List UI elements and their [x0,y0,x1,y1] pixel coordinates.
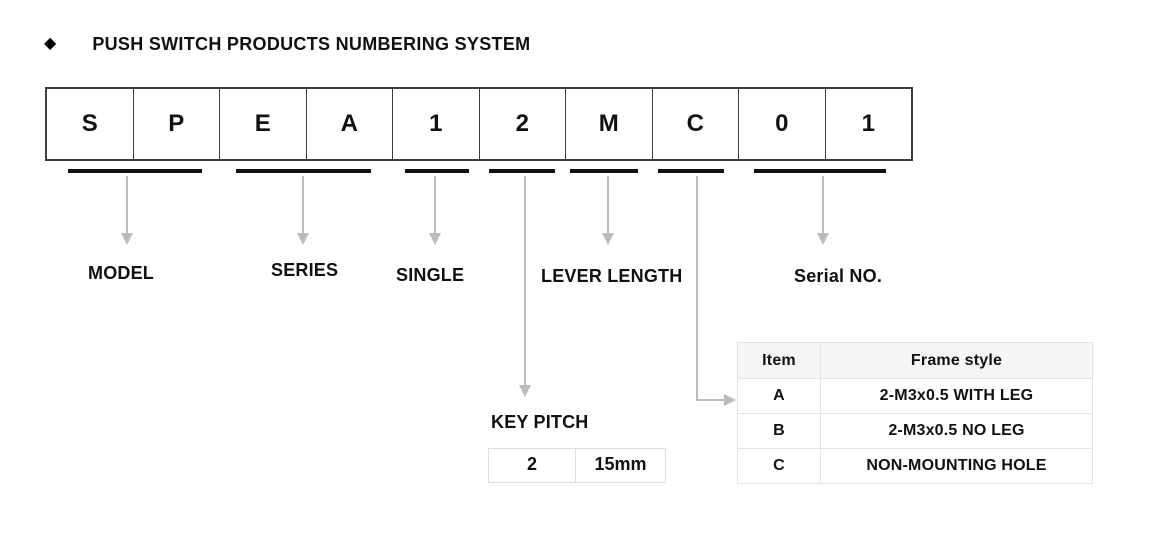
diamond-bullet-icon: ◆ [44,35,57,52]
label-single: SINGLE [396,265,465,285]
underline-frame-style [658,169,724,173]
label-key-pitch: KEY PITCH [491,412,589,432]
arrow-head-icon [724,394,736,406]
underline-serial-no [754,169,886,173]
arrow-stem [696,399,725,401]
underline-model [68,169,202,173]
label-lever-length: LEVER LENGTH [541,266,683,286]
code-cell-4: A [305,89,393,159]
arrow-head-icon [817,233,829,245]
arrow-stem [302,176,304,234]
table-row: B 2-M3x0.5 NO LEG [738,413,1092,448]
page-title: PUSH SWITCH PRODUCTS NUMBERING SYSTEM [92,33,531,54]
frame-style-table: Item Frame style A 2-M3x0.5 WITH LEG B 2… [737,342,1093,484]
underline-single [405,169,469,173]
code-cell-5: 1 [392,89,479,159]
underline-lever-length [570,169,638,173]
label-series: SERIES [271,260,339,280]
key-pitch-code-cell: 2 [526,454,537,474]
code-cell-10: 1 [824,89,912,159]
code-box-strip: S P E A 1 2 M C 0 1 [45,87,913,161]
key-pitch-value-cell: 15mm [575,449,665,482]
key-pitch-table: 2 15mm [488,448,666,483]
arrow-stem [696,176,698,400]
underline-key-pitch [489,169,555,173]
frame-table-item-cell: A [738,379,821,413]
frame-table-item-cell: B [738,414,821,448]
frame-table-style-cell: NON-MOUNTING HOLE [866,457,1047,474]
arrow-head-icon [297,233,309,245]
label-serial-no: Serial NO. [794,266,883,286]
arrow-head-icon [121,233,133,245]
arrow-stem [524,176,526,386]
arrow-stem [822,176,824,234]
arrow-head-icon [429,233,441,245]
title-row: ◆ PUSH SWITCH PRODUCTS NUMBERING SYSTEM [44,32,530,56]
code-cell-8: C [651,89,739,159]
code-cell-7: M [565,89,652,159]
frame-table-style-cell: 2-M3x0.5 WITH LEG [879,387,1034,404]
frame-table-style-cell: 2-M3x0.5 NO LEG [888,422,1025,439]
frame-table-item-cell: C [738,449,821,483]
arrow-head-icon [602,233,614,245]
frame-table-header-item: Item [738,343,821,378]
code-cell-1: S [81,110,98,137]
code-cell-9: 0 [738,89,825,159]
table-row: A 2-M3x0.5 WITH LEG [738,378,1092,413]
table-row: C NON-MOUNTING HOLE [738,448,1092,483]
code-cell-2: P [132,89,220,159]
arrow-stem [607,176,609,234]
arrow-head-icon [519,385,531,397]
code-cell-6: 2 [478,89,566,159]
underline-series [236,169,371,173]
frame-table-header-row: Item Frame style [738,343,1092,378]
code-cell-3: E [219,89,306,159]
arrow-stem [434,176,436,234]
arrow-stem [126,176,128,234]
label-model: MODEL [88,263,154,283]
frame-table-header-style: Frame style [910,351,1003,369]
